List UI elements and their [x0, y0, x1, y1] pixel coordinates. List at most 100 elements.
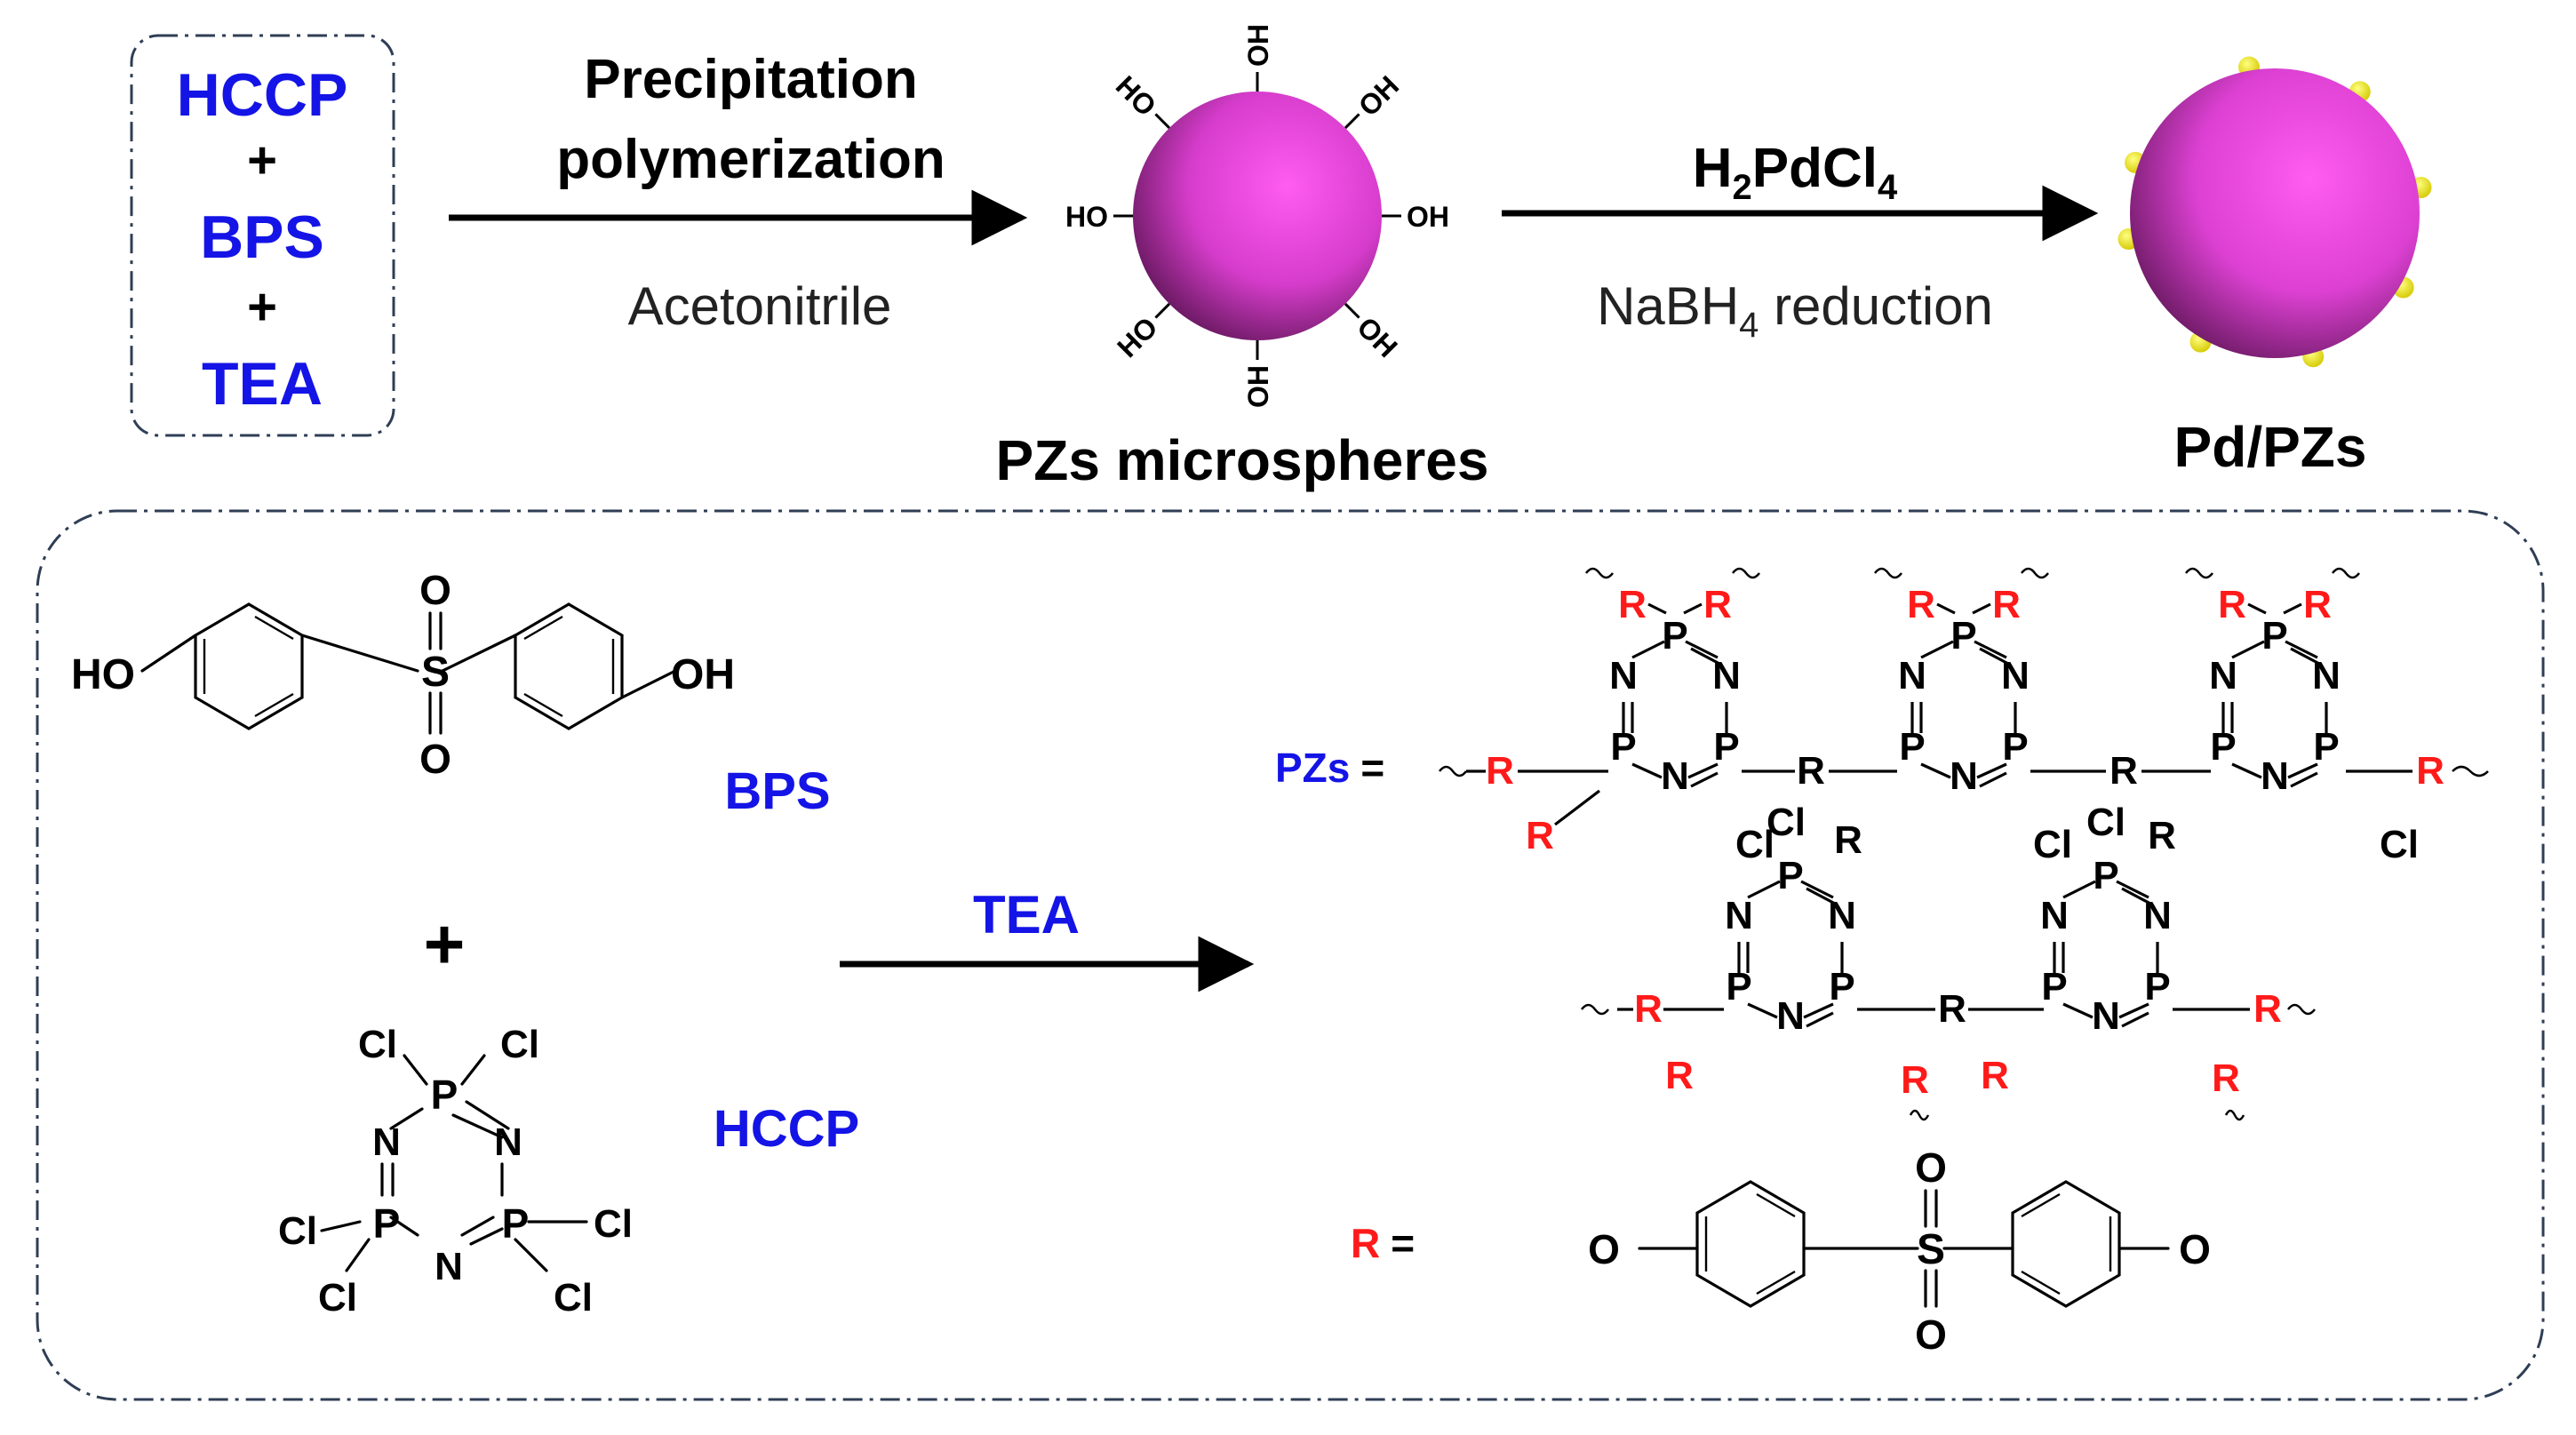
bond: [2118, 1002, 2149, 1019]
atom-label: N: [1776, 994, 1805, 1038]
svg-text:Cl: Cl: [500, 1023, 539, 1066]
r-label: R: [2303, 583, 2332, 626]
bond: [1979, 771, 2007, 788]
r-label: R: [1981, 1054, 2009, 1097]
r-group-structure: S O O O O: [1588, 1144, 2211, 1358]
cl-label: Cl: [2086, 801, 2125, 844]
r-label: R: [2212, 1056, 2240, 1100]
reagent-box: [130, 34, 395, 437]
hydroxyl-label: HO: [1065, 201, 1108, 233]
bond: [1806, 887, 1838, 906]
bond: [1936, 602, 1956, 615]
bond: [1554, 789, 1600, 826]
bond: [1631, 762, 1663, 779]
chain-continuation: [2452, 765, 2489, 777]
cl-label: Cl: [1735, 823, 1774, 866]
hydroxyl-label: OH: [1352, 69, 1405, 122]
bond: [1972, 602, 1991, 615]
r-group-label: R=: [1351, 1220, 1415, 1266]
bond: [1690, 771, 1719, 788]
atom-label: P: [2093, 854, 2118, 897]
r-label: R: [1992, 583, 2021, 626]
r-label: R: [1634, 987, 1663, 1031]
step1-label-line2: polymerization: [556, 129, 945, 190]
svg-text:N: N: [435, 1245, 463, 1288]
bond: [2290, 647, 2322, 666]
svg-text:Cl: Cl: [358, 1023, 397, 1066]
step1-solvent: Acetonitrile: [628, 276, 892, 336]
bond: [2121, 887, 2153, 906]
tea-arrow-label: TEA: [973, 885, 1080, 945]
hydroxyl-label: HO: [1110, 69, 1162, 122]
atom-label: N: [2261, 754, 2289, 798]
bond: [1976, 762, 2007, 779]
r-label: R: [2416, 749, 2444, 793]
atom-label: P: [1662, 614, 1687, 658]
bond: [2231, 640, 2265, 659]
atom-label: N: [1712, 654, 1741, 698]
microsphere-caption: PZs microspheres: [996, 428, 1489, 492]
bps-s-atom: S: [421, 649, 450, 696]
bond: [2283, 602, 2302, 615]
r-label: R: [2109, 749, 2138, 793]
bond: [1920, 640, 1954, 659]
chain-continuation: [1874, 567, 1902, 579]
atom-label: N: [2312, 654, 2341, 698]
r-label: R: [1901, 1058, 1929, 1102]
atom-label: N: [1661, 754, 1689, 798]
bond: [2285, 640, 2318, 659]
bps-oh: OH: [671, 651, 735, 698]
chain-continuation: [2185, 567, 2213, 579]
reagent-plus-1: +: [247, 132, 277, 189]
reagent-bps: BPS: [200, 203, 324, 271]
svg-text:N: N: [372, 1120, 401, 1164]
chain-continuation: [2021, 567, 2049, 579]
product-caption: Pd/PZs: [2174, 415, 2367, 479]
svg-text:P: P: [502, 1200, 530, 1247]
bond: [2247, 602, 2267, 615]
cl-label: Cl: [2380, 823, 2419, 866]
atom-label: N: [1725, 894, 1753, 937]
atom-label: P: [2261, 614, 2287, 658]
step1-label-line1: Precipitation: [584, 49, 918, 110]
bond: [2231, 762, 2262, 779]
r-label: R: [1938, 987, 1966, 1031]
atom-label: N: [2001, 654, 2030, 698]
svg-text:P: P: [431, 1072, 459, 1118]
bps-name: BPS: [724, 762, 830, 820]
bond: [1800, 880, 1834, 899]
svg-text:O: O: [1915, 1144, 1947, 1191]
bond: [2121, 1011, 2149, 1028]
atom-label: N: [2092, 994, 2120, 1038]
r-label: R: [1618, 583, 1647, 626]
cl-label: Cl: [2033, 823, 2072, 866]
bps-structure: S O O HO OH: [71, 567, 735, 782]
hccp-name: HCCP: [714, 1100, 859, 1158]
r-label: R: [1797, 749, 1825, 793]
bond: [1685, 640, 1719, 659]
bps-o-bottom: O: [419, 736, 451, 782]
bond: [1747, 880, 1781, 899]
bond: [1747, 1002, 1778, 1019]
atom-label: N: [2040, 894, 2069, 937]
chain-continuation: [1732, 567, 1760, 579]
bond: [1803, 1002, 1834, 1019]
bond: [1920, 762, 1951, 779]
hydroxyl-label: OH: [1351, 311, 1403, 363]
cl-label: Cl: [1767, 801, 1806, 844]
pzs-label: PZs=: [1275, 745, 1384, 791]
atom-label: N: [1828, 894, 1856, 937]
bps-ho: HO: [71, 651, 135, 698]
r-label: R: [1703, 583, 1732, 626]
step2-reagent: H2PdCl4: [1693, 138, 1898, 207]
svg-text:P: P: [373, 1200, 401, 1247]
chain-continuation: [2224, 1109, 2245, 1121]
bond: [1683, 602, 1703, 615]
svg-text:N: N: [494, 1120, 522, 1164]
bond: [2287, 762, 2318, 779]
reagent-hccp: HCCP: [177, 61, 348, 129]
bond: [1690, 647, 1722, 666]
